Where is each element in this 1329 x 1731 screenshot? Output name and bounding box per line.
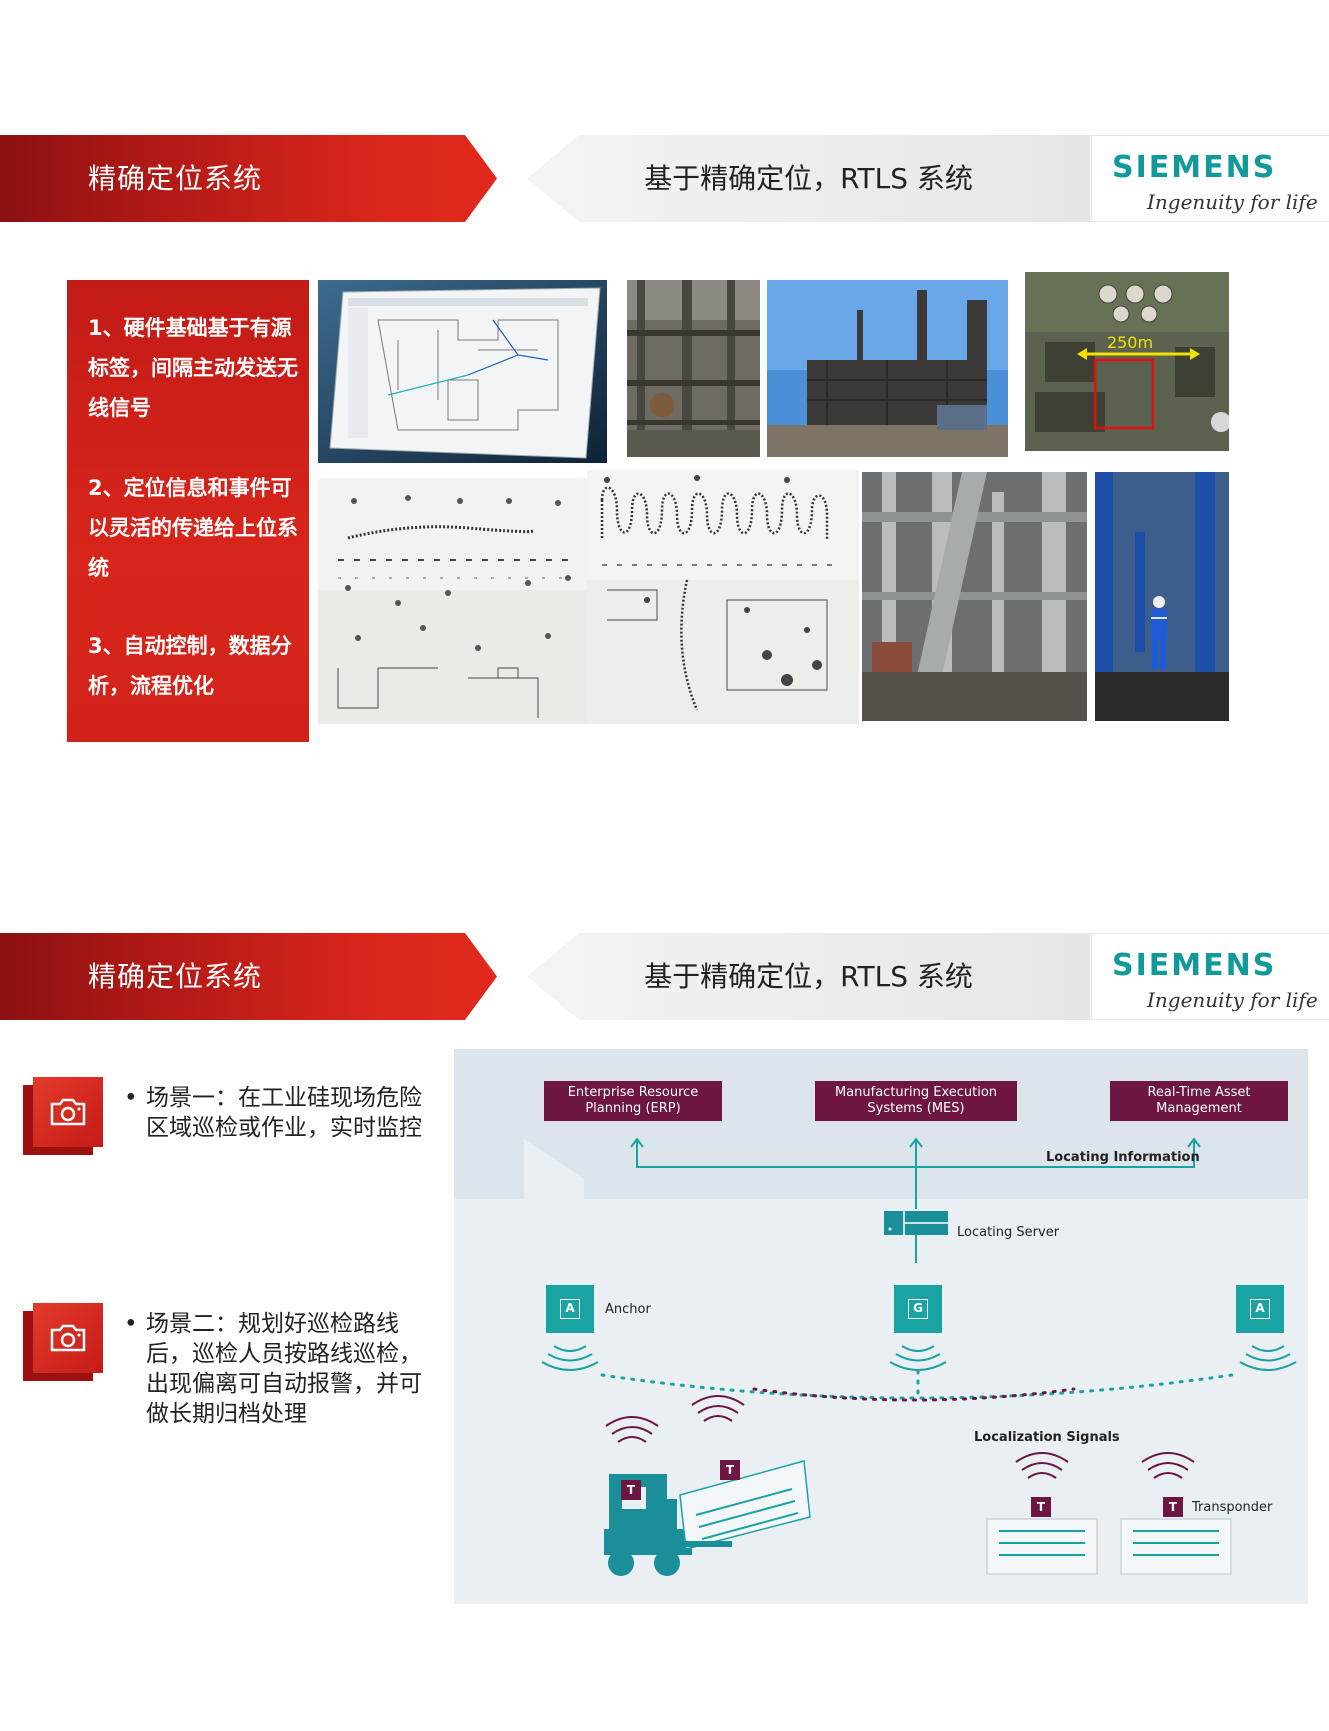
anchor-right: A <box>1236 1285 1284 1333</box>
bullet: • <box>124 1085 138 1111</box>
rtam-box: Real-Time Asset Management <box>1110 1081 1288 1121</box>
feature-item-2: 2、定位信息和事件可以灵活的传递给上位系统 <box>88 476 298 580</box>
camera-icon <box>33 1077 103 1147</box>
bullet: • <box>124 1311 138 1337</box>
feature-panel: 1、硬件基础基于有源标签，间隔主动发送无线信号 2、定位信息和事件可以灵活的传递… <box>67 280 309 742</box>
software-screenshot-image <box>318 280 607 463</box>
section2-grey-title: 基于精确定位，RTLS 系统 <box>644 960 973 993</box>
section2-red-title: 精确定位系统 <box>88 960 263 993</box>
anchor-left: A <box>546 1285 594 1333</box>
section1-siemens-logo: SIEMENS Ingenuity for life <box>1091 135 1329 222</box>
section1-grey-title: 基于精确定位，RTLS 系统 <box>644 162 973 195</box>
transponder-tag-1: T <box>1031 1497 1051 1517</box>
section1-red-banner: 精确定位系统 <box>0 135 497 222</box>
tracking-map-1 <box>318 478 587 724</box>
transponder-tag-2: T <box>1163 1497 1183 1517</box>
feature-item-3: 3、自动控制，数据分析，流程优化 <box>88 634 292 698</box>
forklift-tag-1: T <box>621 1480 641 1500</box>
siemens-tagline: Ingenuity for life <box>1147 190 1318 214</box>
scenario-1: • 场景一：在工业硅现场危险区域巡检或作业，实时监控 <box>124 1083 434 1143</box>
gateway: G <box>894 1285 942 1333</box>
erp-box: Enterprise Resource Planning (ERP) <box>544 1081 722 1121</box>
map-scale-label: 250m <box>1107 333 1153 352</box>
forklift-tag-2: T <box>720 1460 740 1480</box>
section2-grey-banner: 基于精确定位，RTLS 系统 <box>527 933 1090 1020</box>
section1-grey-banner: 基于精确定位，RTLS 系统 <box>527 135 1090 222</box>
tracking-map-2 <box>587 470 859 724</box>
aerial-map-photo: 250m <box>1025 272 1229 451</box>
section1-red-title: 精确定位系统 <box>88 162 263 195</box>
scenario-2: • 场景二：规划好巡检路线后，巡检人员按路线巡检，出现偏离可自动报警，并可做长期… <box>124 1309 434 1429</box>
anchor-label: Anchor <box>605 1302 651 1317</box>
mes-box: Manufacturing Execution Systems (MES) <box>815 1081 1017 1121</box>
rtls-architecture-diagram: Enterprise Resource Planning (ERP) Manuf… <box>454 1049 1308 1604</box>
plant-photo-refinery <box>767 280 1008 457</box>
feature-item-1: 1、硬件基础基于有源标签，间隔主动发送无线信号 <box>88 316 298 420</box>
scenario-2-text: 场景二：规划好巡检路线后，巡检人员按路线巡检，出现偏离可自动报警，并可做长期归档… <box>146 1311 422 1427</box>
locating-information-label: Locating Information <box>1046 1150 1200 1165</box>
scenario-1-camera-tile <box>23 1077 103 1157</box>
worker-photo <box>1095 472 1229 721</box>
transponder-label: Transponder <box>1192 1500 1273 1515</box>
plant-photo-pipes <box>862 472 1087 721</box>
locating-server-label: Locating Server <box>957 1225 1060 1240</box>
camera-icon <box>33 1303 103 1373</box>
plant-photo-structure <box>627 280 760 457</box>
scenario-2-camera-tile <box>23 1303 103 1383</box>
section2-siemens-logo: SIEMENS Ingenuity for life <box>1091 933 1329 1020</box>
siemens-tagline: Ingenuity for life <box>1147 988 1318 1012</box>
localization-signals-label: Localization Signals <box>974 1430 1120 1445</box>
siemens-wordmark: SIEMENS <box>1112 948 1277 983</box>
scenario-1-text: 场景一：在工业硅现场危险区域巡检或作业，实时监控 <box>146 1085 422 1141</box>
section2-red-banner: 精确定位系统 <box>0 933 497 1020</box>
siemens-wordmark: SIEMENS <box>1112 150 1277 185</box>
